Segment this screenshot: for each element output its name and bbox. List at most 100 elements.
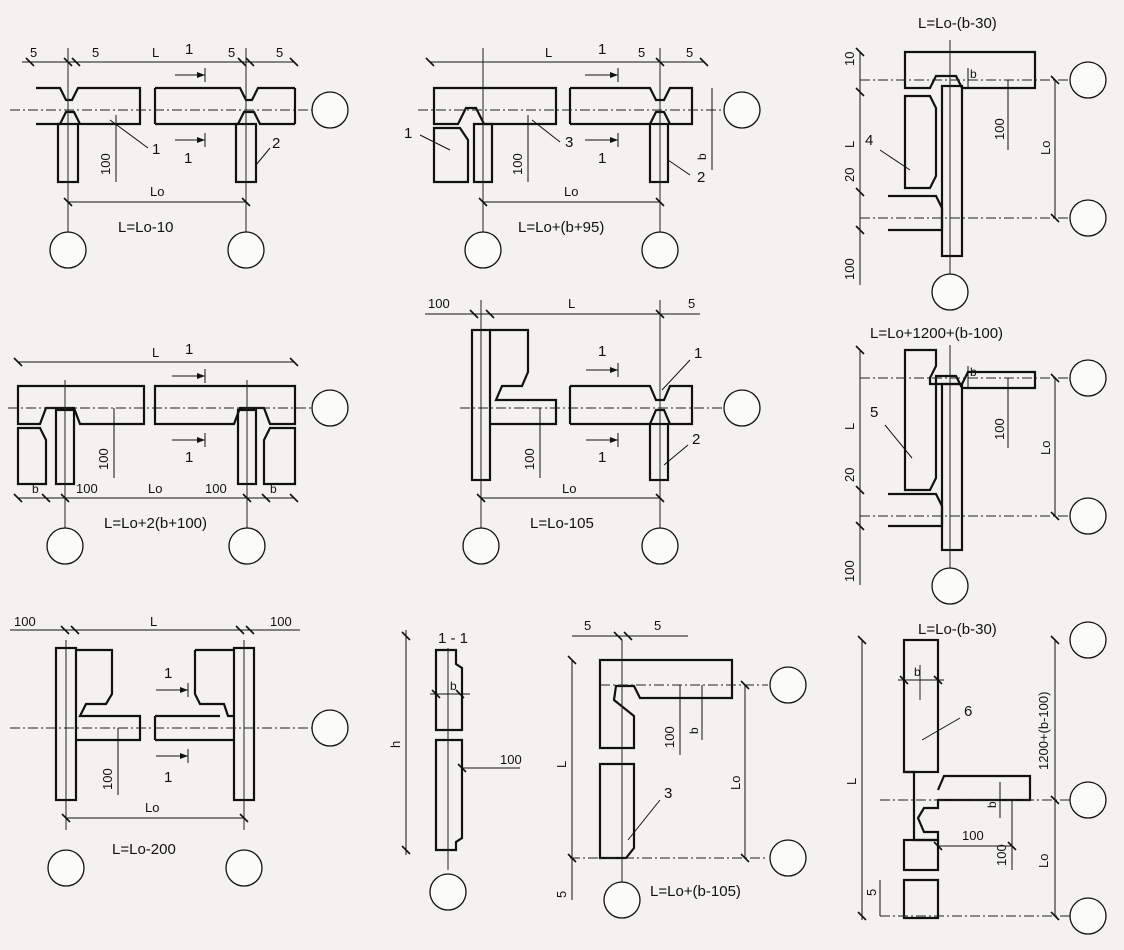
- formula-d2: L=Lo+(b+95): [518, 219, 604, 236]
- dim-L: L: [152, 45, 159, 60]
- marker-2: 2: [697, 169, 705, 186]
- grid-axis-bubble: [769, 666, 807, 704]
- dim-Lo: Lo: [1038, 141, 1053, 155]
- marker-1: 1: [598, 150, 606, 167]
- dim-5: 5: [864, 889, 879, 896]
- marker-5: 5: [870, 404, 878, 421]
- dim-L: L: [152, 345, 159, 360]
- dim-5: 5: [92, 45, 99, 60]
- dim-100: 100: [662, 726, 677, 748]
- dim-1200: 1200+(b-100): [1036, 692, 1051, 770]
- formula-d8: L=Lo+(b-105): [650, 883, 741, 900]
- detail-3-vertical-panel: L=Lo-(b-30) 10 L 20 100 4 b 100 Lo: [842, 15, 1107, 311]
- grid-axis-bubble: [1069, 781, 1107, 819]
- marker-1: 1: [152, 141, 160, 158]
- dim-Lo: Lo: [562, 481, 576, 496]
- marker-4: 4: [865, 132, 873, 149]
- dim-5: 5: [276, 45, 283, 60]
- grid-axis-bubble: [311, 389, 349, 427]
- dim-5: 5: [638, 45, 645, 60]
- dim-h: h: [388, 741, 403, 748]
- grid-axis-bubble: [311, 91, 349, 129]
- dim-L: L: [842, 423, 857, 430]
- dim-L: L: [554, 761, 569, 768]
- grid-axis-bubble: [603, 881, 641, 919]
- dim-b: b: [695, 153, 709, 160]
- formula-d9: L=Lo-(b-30): [918, 621, 997, 638]
- dim-b: b: [450, 679, 457, 693]
- dim-100: 100: [510, 153, 525, 175]
- marker-6: 6: [964, 703, 972, 720]
- grid-axis-bubble: [641, 527, 679, 565]
- grid-axis-bubble: [723, 389, 761, 427]
- formula-d5: L=Lo-105: [530, 515, 594, 532]
- grid-axis-bubble: [1069, 497, 1107, 535]
- dim-100: 100: [522, 448, 537, 470]
- grid-axis-bubble: [228, 527, 266, 565]
- dim-100: 100: [500, 752, 522, 767]
- detail-2-cantilever-span: L 1 5 5 1 1 3 2 100 b Lo L=Lo+(b+95): [404, 41, 761, 269]
- grid-axis-bubble: [464, 231, 502, 269]
- grid-axis-bubble: [1069, 359, 1107, 397]
- dim-100: 100: [994, 844, 1009, 866]
- formula-d7: L=Lo-200: [112, 841, 176, 858]
- marker-1: 1: [184, 150, 192, 167]
- grid-axis-bubble: [1069, 199, 1107, 237]
- marker-1: 1: [164, 769, 172, 786]
- detail-1-simple-span: 5 5 L 1 5 5 1 1 2 100 Lo L=Lo-1: [10, 41, 349, 269]
- marker-1: 1: [598, 41, 606, 58]
- dim-Lo: Lo: [728, 776, 743, 790]
- grid-axis-bubble: [641, 231, 679, 269]
- grid-axis-bubble: [931, 273, 969, 311]
- dim-100: 100: [100, 768, 115, 790]
- dim-100: 100: [992, 118, 1007, 140]
- detail-5-wall-bearing: 100 L 5 1 1 1 2 100 Lo L=Lo-105: [425, 296, 761, 565]
- dim-20: 20: [842, 168, 857, 182]
- grid-axis-bubble: [46, 527, 84, 565]
- grid-axis-bubble: [1069, 61, 1107, 99]
- dim-100: 100: [205, 481, 227, 496]
- dim-100: 100: [842, 258, 857, 280]
- dim-5: 5: [584, 618, 591, 633]
- detail-9-tall-panel: L=Lo-(b-30) L b 6 b 100 100 1200+(b-100)…: [844, 621, 1107, 935]
- marker-3: 3: [664, 785, 672, 802]
- grid-axis-bubble: [49, 231, 87, 269]
- dim-5: 5: [30, 45, 37, 60]
- dim-b: b: [687, 727, 701, 734]
- detail-4-double-cantilever: L 1 1 100 b 100 Lo 100 b L=Lo+2(b+100): [8, 341, 349, 565]
- dim-5: 5: [228, 45, 235, 60]
- dim-Lo: Lo: [564, 184, 578, 199]
- dim-5: 5: [688, 296, 695, 311]
- section-1-1: 1 - 1 h b 100: [388, 630, 522, 911]
- marker-1: 1: [185, 41, 193, 58]
- dim-100: 100: [992, 418, 1007, 440]
- marker-1: 1: [185, 449, 193, 466]
- grid-axis-bubble: [723, 91, 761, 129]
- grid-axis-bubble: [462, 527, 500, 565]
- dim-100: 100: [14, 614, 36, 629]
- grid-axis-bubble: [311, 709, 349, 747]
- dim-Lo: Lo: [145, 800, 159, 815]
- dim-b: b: [32, 482, 39, 496]
- dim-100: 100: [96, 448, 111, 470]
- dim-b: b: [970, 365, 977, 379]
- marker-1: 1: [164, 665, 172, 682]
- grid-axis-bubble: [227, 231, 265, 269]
- dim-20: 20: [842, 468, 857, 482]
- grid-axis-bubble: [1069, 897, 1107, 935]
- dim-b: b: [914, 665, 921, 679]
- dim-L: L: [842, 141, 857, 148]
- formula-d1: L=Lo-10: [118, 219, 173, 236]
- marker-3: 3: [565, 134, 573, 151]
- dim-L: L: [568, 296, 575, 311]
- dim-L: L: [844, 778, 859, 785]
- grid-axis-bubble: [47, 849, 85, 887]
- formula-d4: L=Lo+2(b+100): [104, 515, 207, 532]
- grid-axis-bubble: [931, 567, 969, 605]
- marker-1: 1: [694, 345, 702, 362]
- detail-6-vertical-panel: L=Lo+1200+(b-100) L 20 100 5 b 100 Lo: [842, 325, 1107, 605]
- formula-d6: L=Lo+1200+(b-100): [870, 325, 1003, 342]
- dim-100: 100: [98, 153, 113, 175]
- marker-2: 2: [692, 431, 700, 448]
